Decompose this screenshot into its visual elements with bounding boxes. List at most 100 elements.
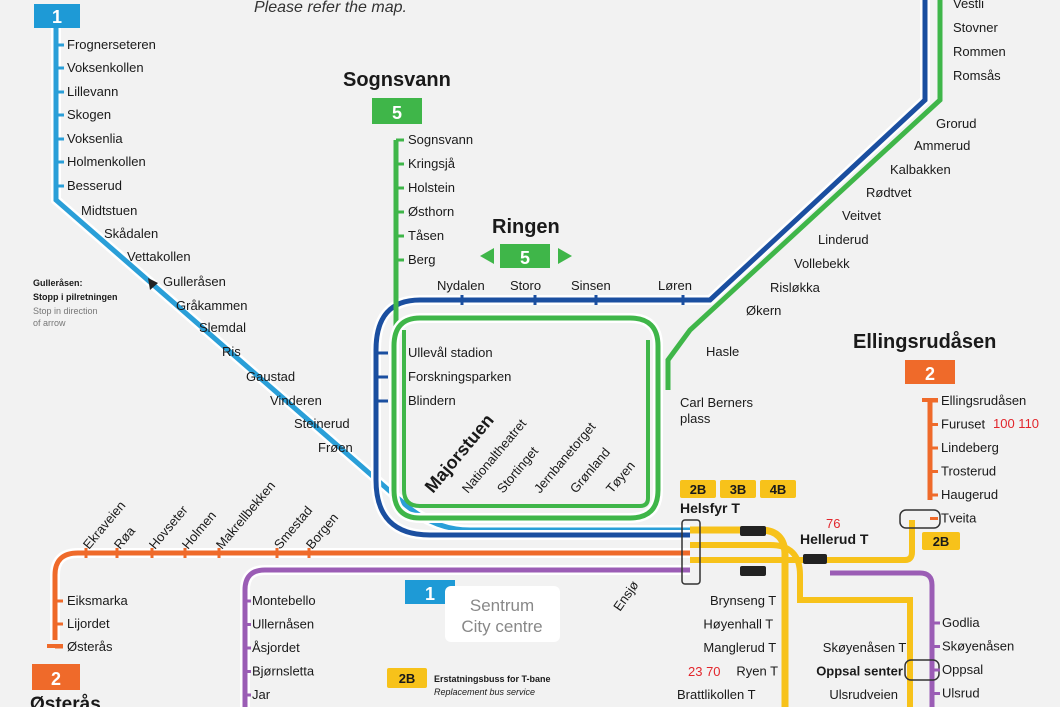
ellingsrudasen-title: Ellingsrudåsen — [853, 330, 996, 353]
purple-track-colour — [242, 567, 690, 707]
helsfyr-badge-2b: 2B — [690, 482, 707, 497]
station-carl-berners-1: Carl Berners — [680, 395, 753, 410]
station-vestli: Vestli — [953, 0, 984, 11]
osteras-badge-bg — [32, 664, 80, 690]
gullerasen-note-2: Stopp i pilretningen — [33, 292, 118, 302]
station-makrellbekken: Makrellbekken — [213, 478, 278, 552]
station-hasle: Hasle — [706, 344, 739, 359]
bus-icon-2 — [740, 566, 766, 576]
line-1-badge: 1 — [52, 7, 62, 27]
centre-box — [445, 586, 560, 642]
station-h-yenhall-t: Høyenhall T — [703, 617, 773, 632]
station-storo: Storo — [510, 278, 541, 293]
station-ellingsruda-sen: Ellingsrudåsen — [941, 393, 1026, 408]
sognsvann-badge-bg — [372, 98, 422, 124]
centre-label-2: City centre — [461, 617, 542, 636]
station-ryen-t: Ryen T — [736, 664, 778, 679]
ringen-badge: 5 — [520, 248, 530, 268]
top-note: Please refer the map. — [254, 0, 407, 16]
station-manglerud-t: Manglerud T — [703, 640, 776, 655]
centre-badge: 1 — [425, 584, 435, 604]
station-vettakollen: Vettakollen — [127, 249, 191, 264]
ellingsrudasen-badge-bg — [905, 360, 955, 384]
station-steinerud: Steinerud — [294, 416, 350, 431]
station-kringsja: Kringsjå — [408, 156, 456, 171]
helsfyr-badge-3b-bg — [720, 480, 756, 498]
station-brattlikollen-t: Brattlikollen T — [677, 687, 756, 702]
station-furuset: Furuset — [941, 417, 985, 432]
station-a-sjordet: Åsjordet — [252, 640, 300, 655]
legend-badge: 2B — [399, 671, 416, 686]
station-voksenkollen: Voksenkollen — [67, 60, 144, 75]
station-blindern: Blindern — [408, 393, 456, 408]
station-ullerna-sen: Ullernåsen — [252, 617, 314, 632]
furuset-bus-numbers: 100 110 — [993, 416, 1039, 431]
gullerasen-note-title: Gulleråsen: — [33, 278, 83, 288]
station-veitvet: Veitvet — [842, 208, 881, 223]
station-tveita: Tveita — [941, 511, 977, 526]
station-eiksmarka: Eiksmarka — [67, 593, 128, 608]
station-r-a: Røa — [111, 523, 139, 552]
bus-track-3 — [690, 520, 915, 563]
tveita-badge-2b-bg — [922, 532, 960, 550]
station-trosterud: Trosterud — [941, 464, 996, 479]
station-midtstuen: Midtstuen — [81, 203, 137, 218]
station-ska-dalen: Skådalen — [104, 226, 158, 241]
legend-text-2: Replacement bus service — [434, 687, 535, 697]
station-sk-yena-sen: Skøyenåsen — [942, 639, 1014, 654]
station-ta-sen: Tåsen — [408, 228, 444, 243]
station-besserud: Besserud — [67, 178, 122, 193]
ringen-title: Ringen — [492, 216, 560, 238]
station-sthorn: Østhorn — [408, 204, 454, 219]
ring-green-track-colour — [391, 315, 661, 521]
line-2-track-colour — [52, 550, 690, 640]
station-ulleva-l-stadion: Ullevål stadion — [408, 345, 493, 360]
osteras-badge: 2 — [51, 669, 61, 689]
ringen-badge-bg — [500, 244, 550, 268]
ringen-arrow-left-icon — [480, 248, 494, 264]
helsfyr-badge-2b-bg — [680, 480, 716, 498]
ringen-arrow-right-icon — [558, 248, 572, 264]
station-oppsal: Oppsal — [942, 662, 983, 677]
station-linderud: Linderud — [818, 232, 869, 247]
station-holstein: Holstein — [408, 180, 455, 195]
station-jernbanetorget: Jernbanetorget — [531, 419, 599, 496]
station-forskningsparken: Forskningsparken — [408, 369, 511, 384]
ring-blue-track-colour — [373, 0, 928, 538]
station-brynseng-t: Brynseng T — [710, 593, 776, 608]
line-5-ne-track — [665, 0, 943, 390]
station-bj-rnsletta: Bjørnsletta — [252, 664, 315, 679]
osteras-title: Østerås — [30, 694, 101, 707]
helsfyr-badge-4b-bg — [760, 480, 796, 498]
legend-badge-bg — [387, 668, 427, 688]
centre-label-1: Sentrum — [470, 596, 534, 615]
station-ensj: Ensjø — [610, 578, 641, 614]
station-hellerud: Hellerud T — [800, 531, 869, 547]
station-stera-s: Østerås — [67, 639, 113, 654]
sognsvann-badge: 5 — [392, 103, 402, 123]
line-1-badge-bg — [34, 4, 80, 28]
station-montebello: Montebello — [252, 593, 316, 608]
station-grorud: Grorud — [936, 116, 976, 131]
bus-icon-1 — [740, 526, 766, 536]
station-sinsen: Sinsen — [571, 278, 611, 293]
station-kalbakken: Kalbakken — [890, 162, 951, 177]
station-lindeberg: Lindeberg — [941, 440, 999, 455]
helsfyr-interchange-icon — [681, 519, 701, 585]
station-skogen: Skogen — [67, 107, 111, 122]
station-carl-berners-2: plass — [680, 411, 711, 426]
ring-green-inner — [402, 330, 650, 508]
gullerasen-arrow-icon — [148, 278, 158, 290]
bus-track-2 — [690, 542, 913, 707]
station-kern: Økern — [746, 303, 781, 318]
station-haugerud: Haugerud — [941, 487, 998, 502]
station-oppsal-senter: Oppsal senter — [816, 664, 903, 679]
station-ulsrud: Ulsrud — [942, 686, 980, 701]
station-gra-kammen: Gråkammen — [176, 298, 248, 313]
station-lillevann: Lillevann — [67, 84, 118, 99]
station-vinderen: Vinderen — [270, 393, 322, 408]
tveita-interchange-icon — [899, 509, 941, 529]
hellerud-bus-number: 76 — [826, 516, 840, 531]
